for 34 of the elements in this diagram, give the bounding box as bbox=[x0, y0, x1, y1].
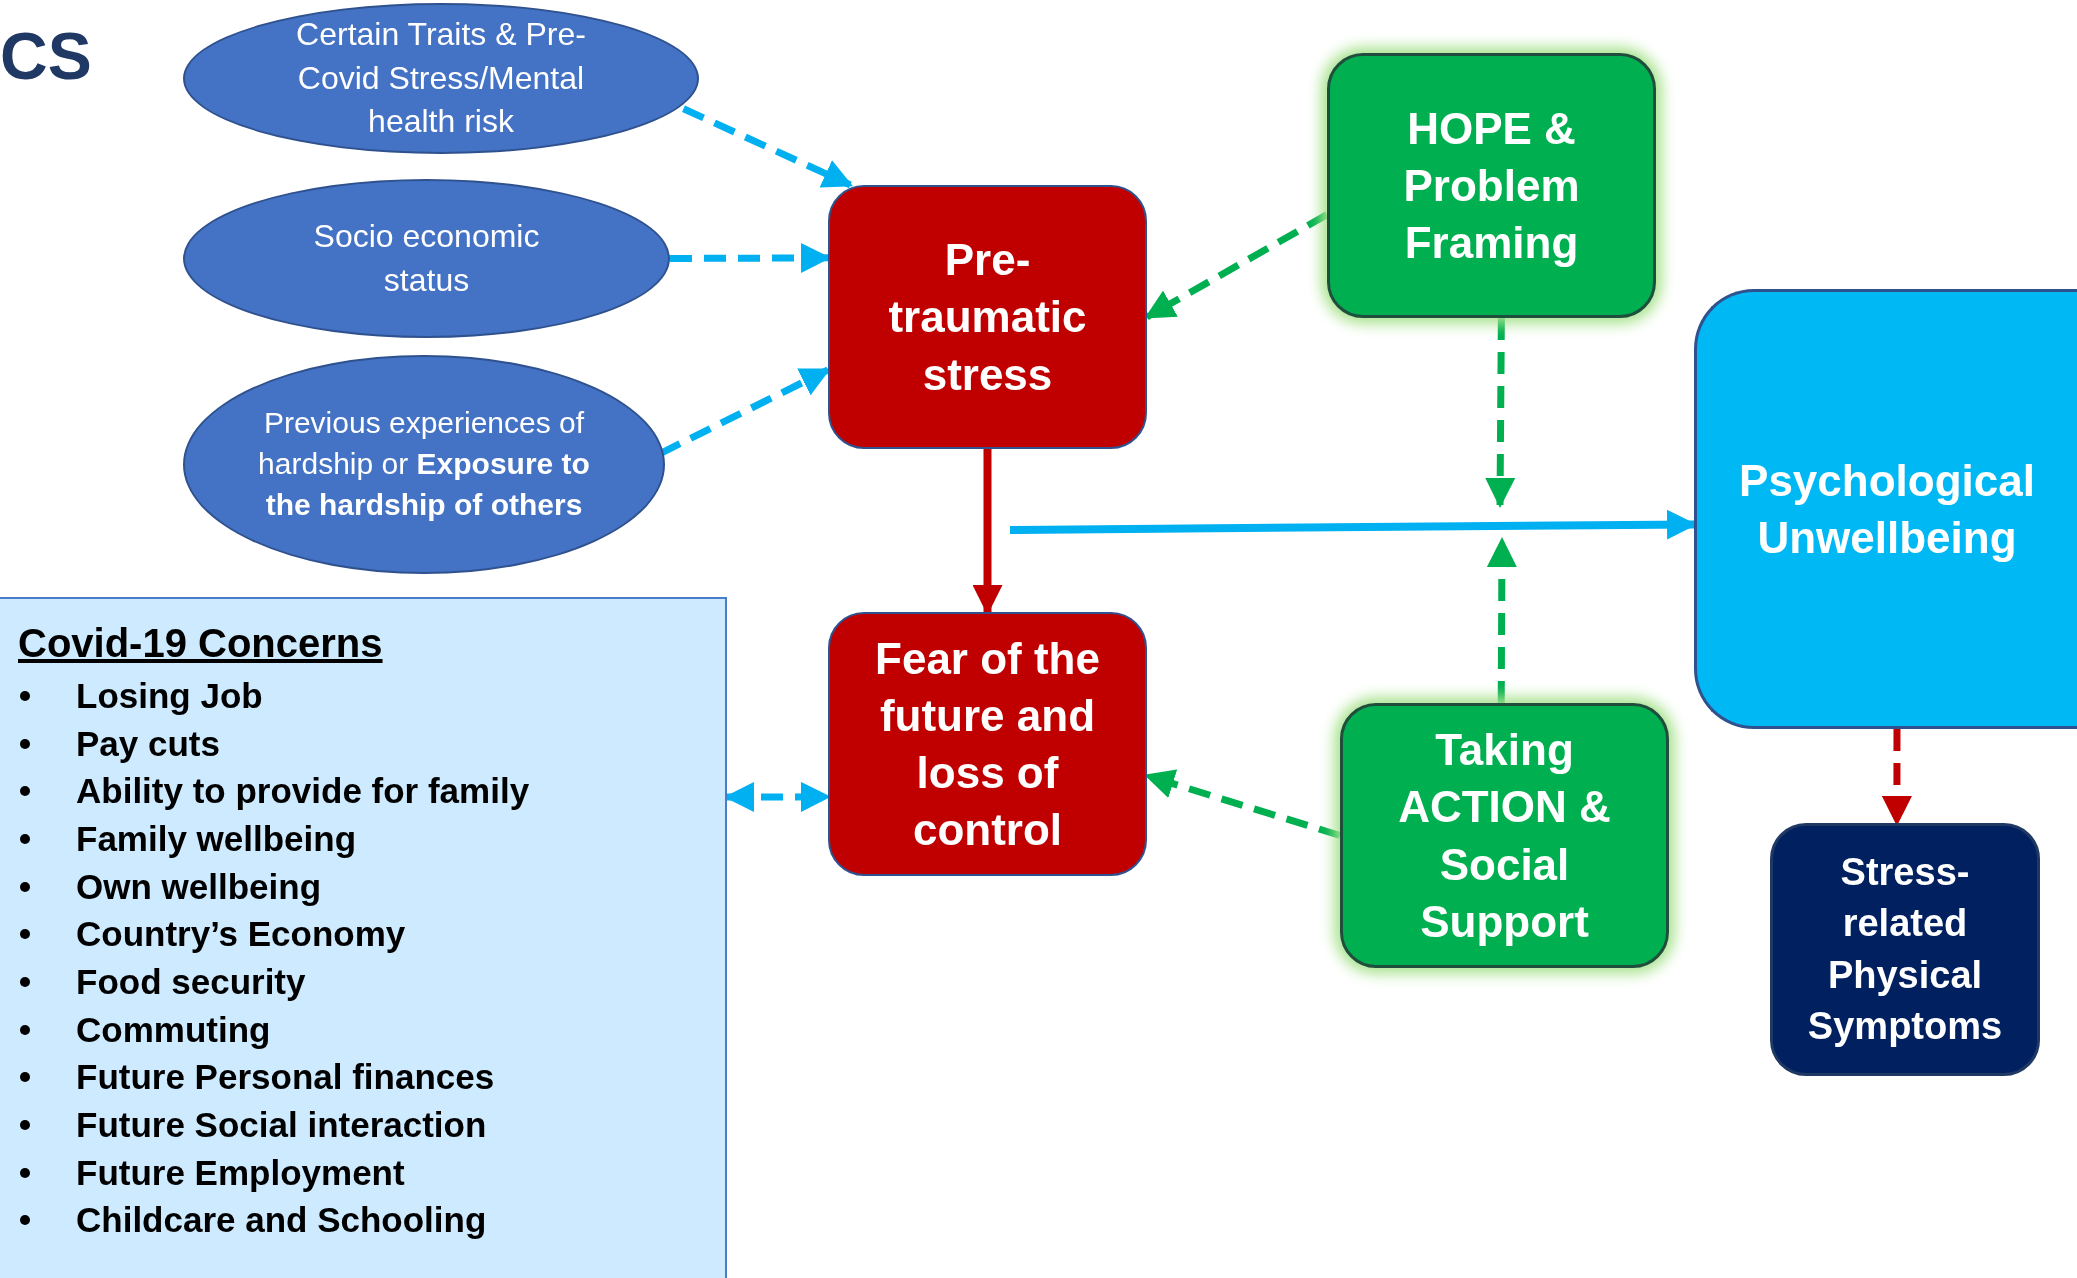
coping-box bbox=[1340, 703, 1669, 968]
node-text: HOPE & Problem Framing bbox=[1402, 102, 1581, 270]
arrow bbox=[682, 105, 854, 189]
list-item: Family wellbeing bbox=[76, 818, 357, 859]
arrow bbox=[972, 449, 1003, 615]
list-item: Own wellbeing bbox=[76, 866, 322, 907]
stress-box bbox=[828, 612, 1147, 876]
list-item: Future Personal finances bbox=[76, 1057, 495, 1098]
arrow bbox=[1485, 317, 1516, 508]
symptom-box bbox=[1770, 823, 2040, 1076]
list-item: Commuting bbox=[76, 1009, 271, 1050]
list-item: Food security bbox=[76, 961, 306, 1002]
node-text: Stress-related Physical Symptoms bbox=[1806, 849, 2004, 1049]
list-item: Pay cuts bbox=[76, 723, 220, 764]
node-text: Fear of the future and loss of control bbox=[874, 632, 1101, 857]
arrow bbox=[1486, 537, 1517, 703]
title: CS bbox=[0, 18, 92, 94]
panel-heading: Covid-19 Concerns bbox=[18, 621, 383, 666]
outcome-box bbox=[1694, 289, 2077, 729]
node-text: Taking ACTION & Social Support bbox=[1397, 724, 1612, 948]
list-item: Childcare and Schooling bbox=[76, 1200, 487, 1241]
list-item: Future Social interaction bbox=[76, 1105, 487, 1146]
node-text: Previous experiences of hardship or Exposure to the hardship of others bbox=[257, 405, 591, 523]
list-item: Ability to provide for family bbox=[76, 771, 530, 812]
coping-box bbox=[1327, 53, 1656, 318]
concerns-panel bbox=[0, 597, 727, 1278]
stress-box bbox=[828, 185, 1147, 449]
node-text: Socio economic status bbox=[312, 217, 541, 300]
list-item: Country’s Economy bbox=[76, 914, 406, 955]
node-text: Psychological Unwellbeing bbox=[1738, 454, 2036, 564]
node-text: Certain Traits & Pre-Covid Stress/Mental health risk bbox=[295, 15, 587, 142]
list-item: Future Employment bbox=[76, 1152, 405, 1193]
node-text: Pre-traumatic stress bbox=[887, 234, 1088, 401]
list-item: Losing Job bbox=[76, 675, 263, 716]
